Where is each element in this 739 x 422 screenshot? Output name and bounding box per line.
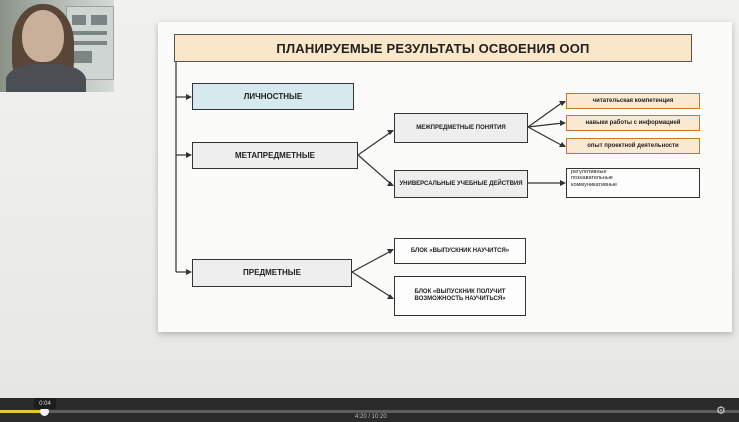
box-universal-learning-actions: УНИВЕРСАЛЬНЫЕ УЧЕБНЫЕ ДЕЙСТВИЯ <box>394 170 528 198</box>
concept-item-reading: читательская компетенция <box>566 93 700 109</box>
presentation-slide: ПЛАНИРУЕМЫЕ РЕЗУЛЬТАТЫ ОСВОЕНИЯ ООП ЛИЧН… <box>158 22 732 332</box>
webcam-thumbnail <box>0 0 114 92</box>
box-personal: ЛИЧНОСТНЫЕ <box>192 83 354 110</box>
hover-time-tooltip: 0:04 <box>34 398 56 409</box>
uud-item-communicative: коммуникативные <box>571 181 618 188</box>
uud-items-box: регулятивные познавательные коммуникатив… <box>566 168 700 198</box>
box-subject: ПРЕДМЕТНЫЕ <box>192 259 352 287</box>
box-metasubject: МЕТАПРЕДМЕТНЫЕ <box>192 142 358 169</box>
gear-icon[interactable]: ⚙ <box>716 405 726 417</box>
time-display: 4:20 / 10:20 <box>355 414 387 420</box>
progress-bar[interactable] <box>0 407 739 416</box>
progress-handle[interactable] <box>40 407 50 416</box>
progress-played <box>0 410 45 413</box>
video-frame[interactable]: ПЛАНИРУЕМЫЕ РЕЗУЛЬТАТЫ ОСВОЕНИЯ ООП ЛИЧН… <box>0 0 739 398</box>
uud-item-cognitive: познавательные <box>571 175 613 182</box>
webcam-person-body <box>6 64 86 92</box>
box-graduate-will-learn: БЛОК «ВЫПУСКНИК НАУЧИТСЯ» <box>394 238 526 264</box>
box-graduate-may-learn: БЛОК «ВЫПУСКНИК ПОЛУЧИТ ВОЗМОЖНОСТЬ НАУЧ… <box>394 276 526 316</box>
webcam-person-face <box>22 10 64 62</box>
diagram-connectors <box>175 62 566 299</box>
box-intersubject-concepts: МЕЖПРЕДМЕТНЫЕ ПОНЯТИЯ <box>394 113 528 143</box>
concept-item-project: опыт проектной деятельности <box>566 138 700 154</box>
slide-title: ПЛАНИРУЕМЫЕ РЕЗУЛЬТАТЫ ОСВОЕНИЯ ООП <box>174 34 692 62</box>
uud-item-regulatory: регулятивные <box>571 169 607 175</box>
concept-item-information: навыки работы с информацией <box>566 115 700 131</box>
